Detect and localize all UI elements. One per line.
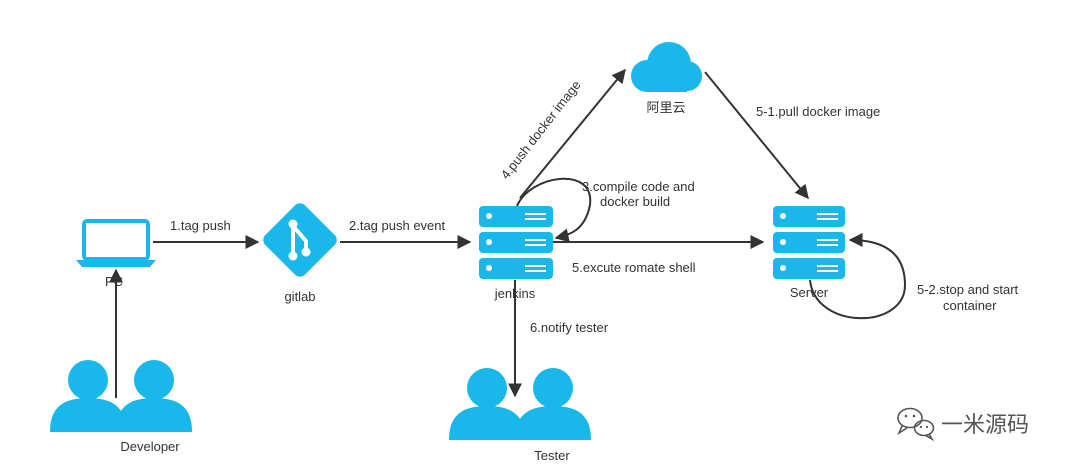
edge-label-compile-line1: 3.compile code and <box>582 179 695 194</box>
edge-label-stop-start-line2: container <box>943 298 997 313</box>
loop-arrow-server-restart <box>809 233 907 320</box>
watermark-text: 一米源码 <box>941 413 1029 438</box>
server-label: Server <box>790 285 829 300</box>
edge-label-tag-push-event: 2.tag push event <box>349 218 446 233</box>
pc-label: PC <box>105 274 123 289</box>
users-icon <box>50 360 192 432</box>
server-node: Server <box>773 206 845 300</box>
jenkins-label: jenkins <box>494 286 536 301</box>
edge-label-pull-image: 5-1.pull docker image <box>756 104 880 119</box>
pc-node: PC <box>76 219 156 289</box>
arrow-aliyun-to-server <box>704 71 809 200</box>
jenkins-node: jenkins <box>479 206 553 301</box>
watermark: 一米源码 <box>897 407 1029 442</box>
edge-label-notify-tester: 6.notify tester <box>530 320 609 335</box>
edge-label-stop-start-line1: 5-2.stop and start <box>917 282 1019 297</box>
edge-label-push-image: 4.push docker image <box>498 78 584 182</box>
wechat-icon <box>897 407 935 442</box>
server-stack-icon <box>773 206 845 279</box>
gitlab-label: gitlab <box>284 289 315 304</box>
laptop-icon <box>76 219 156 267</box>
aliyun-node: 阿里云 <box>631 42 702 115</box>
git-icon <box>263 203 337 277</box>
cloud-icon <box>631 42 702 92</box>
edge-label-execute-shell: 5.excute romate shell <box>572 260 696 275</box>
developer-label: Developer <box>120 439 180 454</box>
arrow-jenkins-to-aliyun <box>519 68 626 199</box>
gitlab-node: gitlab <box>263 203 337 304</box>
edge-label-tag-push: 1.tag push <box>170 218 231 233</box>
loop-arrow-jenkins-build <box>516 177 592 243</box>
developer-node: Developer <box>50 360 192 454</box>
tester-node: Tester <box>449 368 591 463</box>
edge-label-compile-line2: docker build <box>600 194 670 209</box>
server-stack-icon <box>479 206 553 279</box>
aliyun-label: 阿里云 <box>646 100 685 115</box>
tester-label: Tester <box>534 448 570 463</box>
users-icon <box>449 368 591 440</box>
arrows <box>109 68 907 398</box>
